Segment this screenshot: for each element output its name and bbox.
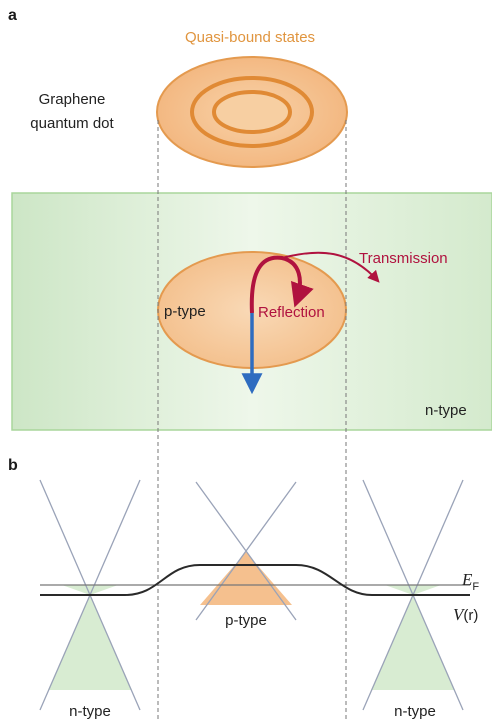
potential-label: V(r) [453, 605, 478, 624]
quantum-dot-shape [156, 56, 348, 168]
fermi-energy-label: EF [461, 570, 479, 593]
graphene-label: Graphene [39, 91, 106, 108]
quantum-dot-label: quantum dot [30, 115, 114, 132]
panel-a-label: a [8, 7, 17, 24]
n-type-label-panel-a: n-type [425, 402, 467, 419]
center-dirac-cone [195, 481, 297, 621]
potential-curve [40, 564, 470, 596]
reflection-label: Reflection [258, 304, 325, 321]
transmission-label: Transmission [359, 250, 448, 267]
center-p-type-label: p-type [225, 612, 267, 629]
quasi-bound-states-label: Quasi-bound states [185, 29, 315, 46]
right-n-type-label: n-type [394, 703, 436, 720]
p-type-label: p-type [164, 303, 206, 320]
panel-b-label: b [8, 457, 18, 474]
transmission-arrow [281, 251, 380, 283]
left-n-type-label: n-type [69, 703, 111, 720]
reflection-arrow [249, 255, 314, 314]
